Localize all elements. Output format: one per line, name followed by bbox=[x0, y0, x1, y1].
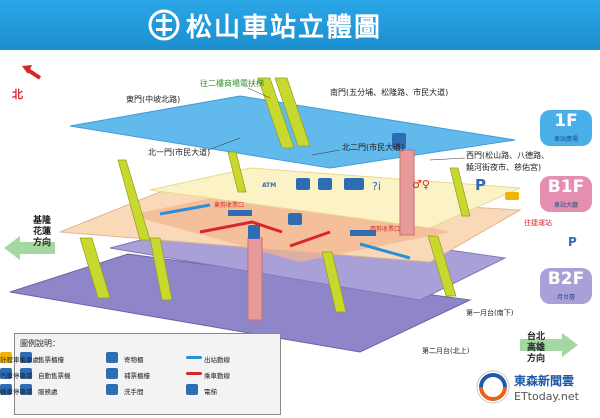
legend-item-label: 洗手間 bbox=[124, 388, 144, 396]
escalator-8 bbox=[427, 235, 457, 297]
level-badge-b2f: B2F 月台層 bbox=[540, 268, 592, 304]
exit-flow-2 bbox=[359, 242, 411, 260]
escalator-9 bbox=[449, 167, 471, 217]
scooter-parking-icon bbox=[0, 384, 12, 395]
legend-title: 圖例說明： bbox=[20, 339, 60, 348]
legend-panel bbox=[14, 333, 281, 415]
locker-icon bbox=[318, 178, 332, 190]
watermark-brand: 東森新聞雲 bbox=[514, 374, 575, 388]
level-badge-1f: 1F 車站廣場 bbox=[540, 110, 592, 146]
scooter-parking-symbol: P bbox=[568, 235, 577, 249]
direction-right-line2: 高雄 bbox=[526, 343, 545, 353]
boarding-flow-icon bbox=[186, 372, 202, 375]
escalator-1 bbox=[257, 77, 295, 149]
support-column bbox=[247, 237, 263, 321]
compass-north-label: 北 bbox=[12, 88, 23, 101]
legend-item-label: 計程車乘車處 bbox=[0, 356, 39, 364]
legend-item-label: 自動售票機 bbox=[38, 372, 71, 380]
boarding-flow-1 bbox=[199, 220, 283, 234]
legend-item-label: 汽車停車場 bbox=[0, 372, 33, 380]
level-badge-b1f: B1F 車站大廳 bbox=[540, 176, 592, 212]
fare-adjust-icon bbox=[106, 368, 118, 379]
direction-right-line1: 台北 bbox=[526, 332, 545, 342]
north2-gate-label: 北二門(市民大道) bbox=[342, 143, 405, 152]
arrow-right-direction bbox=[520, 333, 578, 357]
transfer-label: 往捷運站 bbox=[524, 219, 552, 227]
page-title: 松山車站立體圖 bbox=[186, 13, 383, 43]
level-b1f-subtitle: 車站大廳 bbox=[553, 202, 578, 209]
east-gate-label: 東門(中坡北路) bbox=[126, 95, 181, 104]
boarding-flow-2 bbox=[289, 230, 331, 248]
direction-left-line1: 基隆 bbox=[32, 216, 51, 226]
legend-item-label: 機車停車場 bbox=[0, 388, 33, 396]
info-icon bbox=[20, 384, 32, 395]
atm-label: ATM bbox=[262, 182, 277, 189]
level-1f-title: 1F bbox=[554, 111, 578, 131]
fare-adjust-icon bbox=[288, 213, 302, 225]
escalator-2f-label: 往二樓商場電扶梯 bbox=[200, 79, 264, 88]
car-parking-icon bbox=[0, 368, 12, 379]
taxi-icon bbox=[0, 352, 12, 363]
ticket-counter-icon bbox=[20, 352, 32, 363]
west-ticket-gate-label: 西剪收票口 bbox=[370, 226, 401, 233]
legend-item-label: 乘車動線 bbox=[204, 372, 230, 380]
direction-left-line3: 方向 bbox=[32, 238, 51, 248]
escalator-4 bbox=[227, 151, 247, 193]
support-column-2 bbox=[399, 149, 415, 236]
legend-item-label: 補票櫃檯 bbox=[124, 372, 150, 380]
direction-right-label: 台北 高雄 方向 bbox=[524, 332, 548, 365]
elevator-icon bbox=[186, 384, 198, 395]
west-gate-label-2: 饒河街夜市、慈佑宮) bbox=[466, 163, 542, 172]
level-b2f-title: B2F bbox=[547, 269, 585, 289]
platform2-label: 第二月台(北上) bbox=[422, 347, 470, 355]
restroom-icon bbox=[106, 384, 118, 395]
legend-item-label: 寄物櫃 bbox=[124, 356, 144, 364]
taxi-icon bbox=[505, 192, 519, 200]
ticket-gate-west bbox=[350, 230, 376, 236]
legend-item-label: 售票櫃檯 bbox=[38, 356, 64, 364]
direction-left-line2: 花蓮 bbox=[32, 227, 51, 237]
ticket-machine-icon bbox=[296, 178, 310, 190]
escalator-3 bbox=[117, 159, 151, 241]
railway-logo-icon bbox=[148, 9, 180, 41]
legend-item-label: 出站動線 bbox=[204, 356, 230, 364]
legend-item-label: 服務處 bbox=[38, 388, 58, 396]
escalator-2 bbox=[274, 77, 311, 147]
ticket-machine-icon bbox=[20, 368, 32, 379]
elevator-b1-icon bbox=[248, 225, 260, 239]
south-gate-label: 南門(五分埔、松隆路、市民大道) bbox=[330, 88, 449, 97]
ticket-gate-east bbox=[228, 210, 252, 216]
elevator-icon bbox=[392, 133, 406, 149]
legend-item-label: 電梯 bbox=[204, 388, 217, 396]
escalator-7 bbox=[321, 251, 347, 313]
ticket-counter-icon bbox=[344, 178, 364, 190]
watermark-site: ETtoday.net bbox=[514, 390, 579, 403]
exit-flow-1 bbox=[159, 203, 211, 216]
level-b2f-subtitle: 月台層 bbox=[556, 294, 575, 301]
level-b1f-title: B1F bbox=[547, 177, 585, 197]
arrow-left-direction bbox=[4, 236, 55, 260]
direction-right-line3: 方向 bbox=[526, 354, 545, 364]
east-ticket-gate-label: 東剪收票口 bbox=[214, 202, 245, 209]
restroom-symbol: ♂♀ bbox=[412, 178, 430, 191]
locker-icon bbox=[106, 352, 118, 363]
direction-left-label: 基隆 花蓮 方向 bbox=[30, 216, 54, 249]
escalator-6 bbox=[149, 237, 173, 301]
escalator-5 bbox=[79, 237, 111, 299]
north-arrow-icon bbox=[26, 68, 42, 80]
exit-flow-icon bbox=[186, 356, 202, 359]
north1-gate-label: 北一門(市民大道) bbox=[148, 148, 211, 157]
parking-symbol: P bbox=[475, 176, 486, 194]
ettoday-logo: 東森新聞雲 ETtoday.net bbox=[476, 366, 594, 410]
header-banner: 松山車站立體圖 bbox=[0, 0, 600, 50]
info-symbol: ?i bbox=[372, 180, 381, 193]
platform1-label: 第一月台(南下) bbox=[466, 309, 514, 317]
west-gate-label: 西門(松山路、八德路、 bbox=[466, 151, 550, 160]
level-1f-subtitle: 車站廣場 bbox=[553, 136, 578, 143]
ettoday-logo-icon bbox=[476, 370, 510, 404]
